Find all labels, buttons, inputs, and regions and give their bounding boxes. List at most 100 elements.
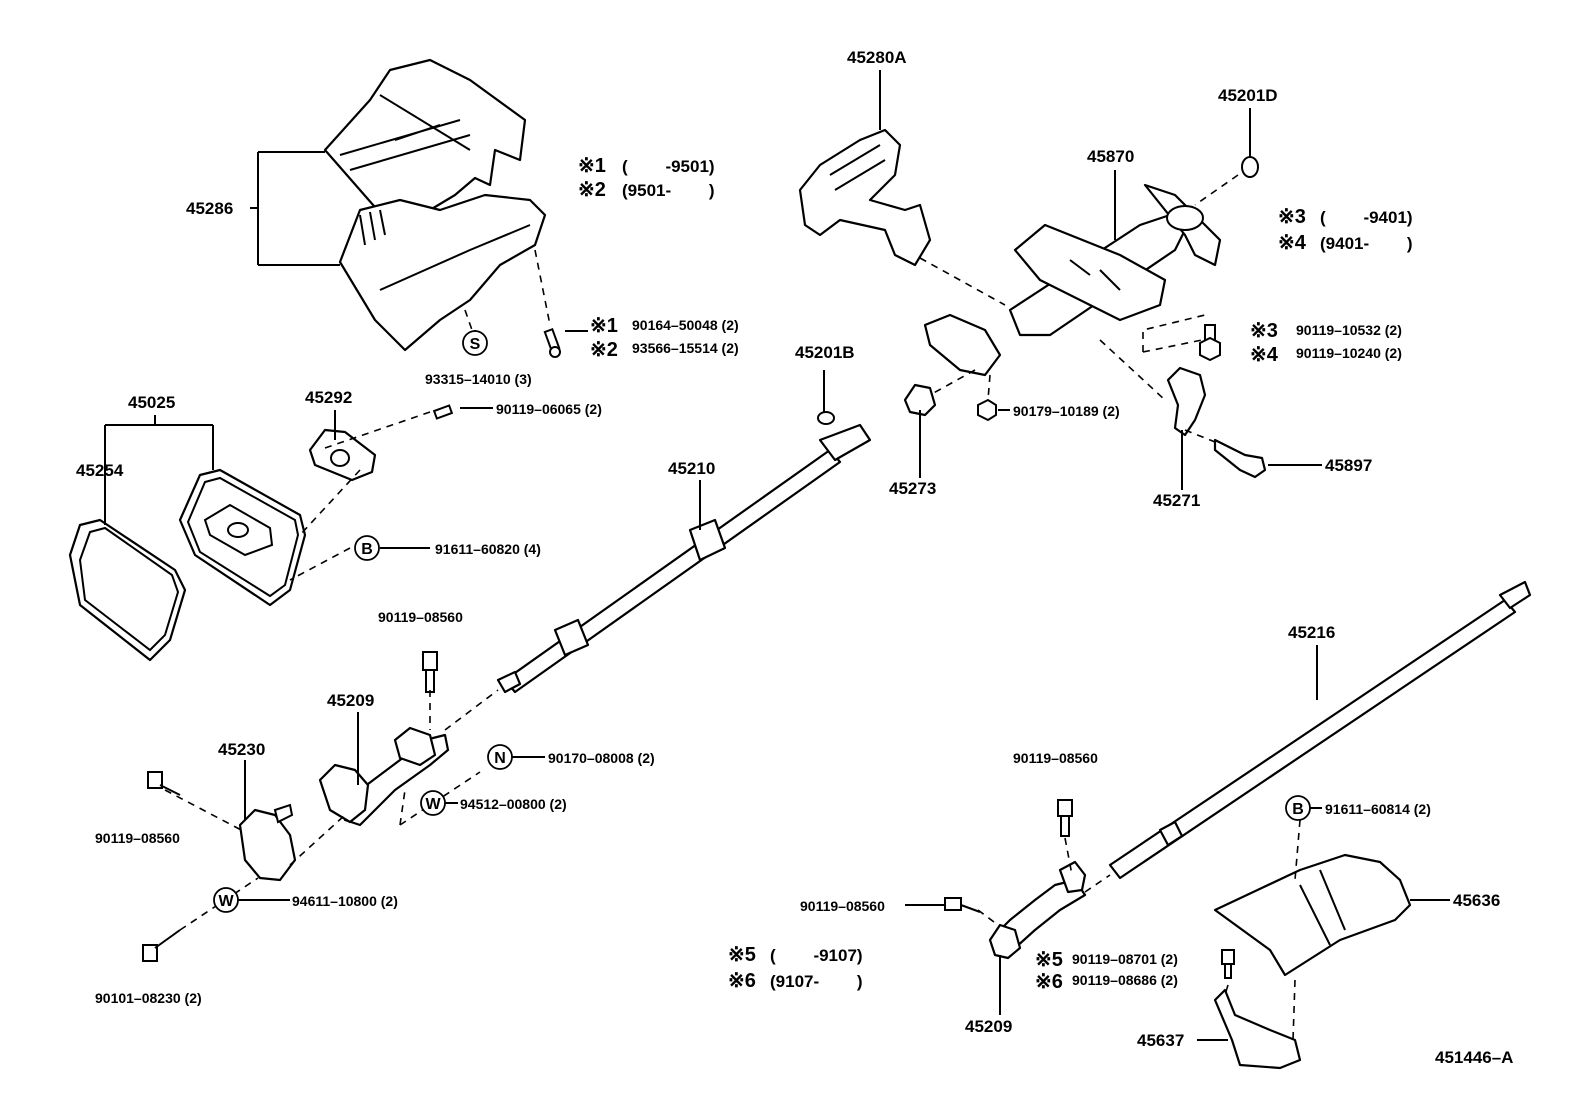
label-45271: 45271 — [1153, 491, 1200, 510]
label-45210: 45210 — [668, 459, 715, 478]
label-94611: 94611–10800 (2) — [292, 893, 398, 909]
support-45271 — [1166, 366, 1207, 437]
marker-n5-fastener: ※5 — [1035, 949, 1063, 971]
label-45209-left: 45209 — [327, 691, 374, 710]
label-45870: 45870 — [1087, 147, 1134, 166]
label-45209-right: 45209 — [965, 1017, 1012, 1036]
symbol-b-icon-lower: B — [1285, 795, 1311, 821]
cover-plate-45025 — [178, 468, 307, 607]
label-45025: 45025 — [128, 393, 175, 412]
label-90119-08560-left: 90119–08560 — [95, 830, 180, 846]
label-45286: 45286 — [186, 199, 233, 218]
legend-n4-mark: ※4 — [1278, 232, 1307, 254]
symbol-w-icon-upper: W — [420, 790, 446, 816]
ring-45201D — [1241, 156, 1259, 178]
universal-joint-45209-right — [988, 860, 1087, 960]
gasket-45254 — [68, 518, 187, 662]
svg-text:S: S — [470, 336, 481, 353]
label-94512: 94512–00800 (2) — [460, 796, 567, 812]
column-cover-lower — [338, 193, 547, 352]
marker-n6-fastener: ※6 — [1035, 971, 1063, 993]
legend-n6-range: (9107- ) — [770, 972, 863, 991]
bolt-icon-90101 — [142, 929, 181, 962]
bolt-icon-cover — [543, 327, 561, 358]
leader-lines — [104, 70, 1450, 1041]
marker-n3-fastener: ※3 — [1250, 320, 1278, 342]
assembly-lines — [164, 174, 1301, 1041]
flexible-coupling-45230 — [238, 803, 297, 882]
bolt-icon-90119-10532 — [1199, 324, 1221, 362]
legend-n3-range: ( -9401) — [1320, 208, 1413, 227]
label-90119-08560-top: 90119–08560 — [378, 609, 463, 625]
bracket-45292 — [308, 428, 377, 482]
label-45280A: 45280A — [847, 48, 907, 67]
label-90119-10532: 90119–10532 (2) — [1296, 322, 1402, 338]
intermediate-shaft-45216 — [1108, 580, 1532, 880]
legend-n1-mark: ※1 — [578, 155, 606, 177]
label-90119-08686: 90119–08686 (2) — [1072, 972, 1178, 988]
legend-top-right: ※3 ( -9401) ※4 (9401- ) — [1278, 206, 1413, 254]
label-45273: 45273 — [889, 479, 936, 498]
label-45216: 45216 — [1288, 623, 1335, 642]
label-90179: 90179–10189 (2) — [1013, 403, 1120, 419]
marker-n4-fastener: ※4 — [1250, 344, 1279, 366]
main-shaft-45210 — [496, 423, 872, 694]
symbol-s-icon: S — [462, 330, 488, 356]
label-90101: 90101–08230 (2) — [95, 990, 202, 1006]
marker-n1-fastener: ※1 — [590, 315, 618, 337]
label-91611-60820: 91611–60820 (4) — [435, 541, 541, 557]
svg-text:B: B — [361, 541, 373, 558]
label-90170: 90170–08008 (2) — [548, 750, 655, 766]
label-45897: 45897 — [1325, 456, 1372, 475]
bolt-icon-90119-08560-right-top — [1057, 799, 1073, 837]
svg-text:B: B — [1292, 801, 1304, 818]
label-45636: 45636 — [1453, 891, 1500, 910]
label-91611-60814: 91611–60814 (2) — [1325, 801, 1431, 817]
bolt-icon-90119-08560-left — [147, 771, 181, 796]
steering-column-tube-45870 — [923, 183, 1222, 377]
legend-n5-range: ( -9107) — [770, 946, 863, 965]
legend-top-left: ※1 ( -9501) ※2 (9501- ) — [578, 155, 715, 201]
bracket-45280A — [798, 128, 932, 267]
label-93315: 93315–14010 (3) — [425, 371, 532, 387]
bolt-icon-90119-08560-right-left — [944, 897, 981, 913]
bolt-45897 — [1213, 438, 1267, 479]
nut-icon-90179 — [977, 398, 997, 422]
label-45254: 45254 — [76, 461, 124, 480]
legend-n5-mark: ※5 — [728, 944, 756, 966]
label-45201D: 45201D — [1218, 86, 1278, 105]
symbol-w-icon-lower: W — [213, 887, 239, 913]
label-90164: 90164–50048 (2) — [632, 317, 739, 333]
legend-n6-mark: ※6 — [728, 970, 756, 992]
legend-n4-range: (9401- ) — [1320, 234, 1413, 253]
label-45292: 45292 — [305, 388, 352, 407]
label-90119-08701: 90119–08701 (2) — [1072, 951, 1178, 967]
bolt-icon-90119-08701 — [1221, 949, 1235, 979]
diagram-id-code: 451446–A — [1435, 1048, 1513, 1067]
label-90119-10240: 90119–10240 (2) — [1296, 345, 1402, 361]
label-90119-08560-right-top: 90119–08560 — [1013, 750, 1098, 766]
label-45201B: 45201B — [795, 343, 855, 362]
svg-text:W: W — [218, 893, 234, 910]
label-45230: 45230 — [218, 740, 265, 759]
label-90119-08560-right-left: 90119–08560 — [800, 898, 885, 914]
bolt-icon-45292 — [432, 404, 454, 420]
legend-n2-mark: ※2 — [578, 179, 606, 201]
legend-bottom: ※5 ( -9107) ※6 (9107- ) — [728, 944, 863, 992]
spacer-45273 — [903, 383, 937, 417]
shaft-cover-45636 — [1213, 853, 1412, 977]
bolt-icon-90119-08560-top — [422, 651, 438, 693]
legend-n3-mark: ※3 — [1278, 206, 1306, 228]
label-93566: 93566–15514 (2) — [632, 340, 739, 356]
svg-text:W: W — [425, 796, 441, 813]
label-90119-06065: 90119–06065 (2) — [496, 401, 602, 417]
svg-text:N: N — [494, 750, 506, 767]
symbol-b-icon-upper: B — [354, 535, 380, 561]
bracket-45637 — [1213, 988, 1302, 1070]
label-45637: 45637 — [1137, 1031, 1184, 1050]
snap-ring-45201B — [817, 411, 835, 425]
symbol-n-icon: N — [487, 744, 513, 770]
legend-n2-range: (9501- ) — [622, 181, 715, 200]
universal-joint-45209-left — [318, 726, 450, 827]
